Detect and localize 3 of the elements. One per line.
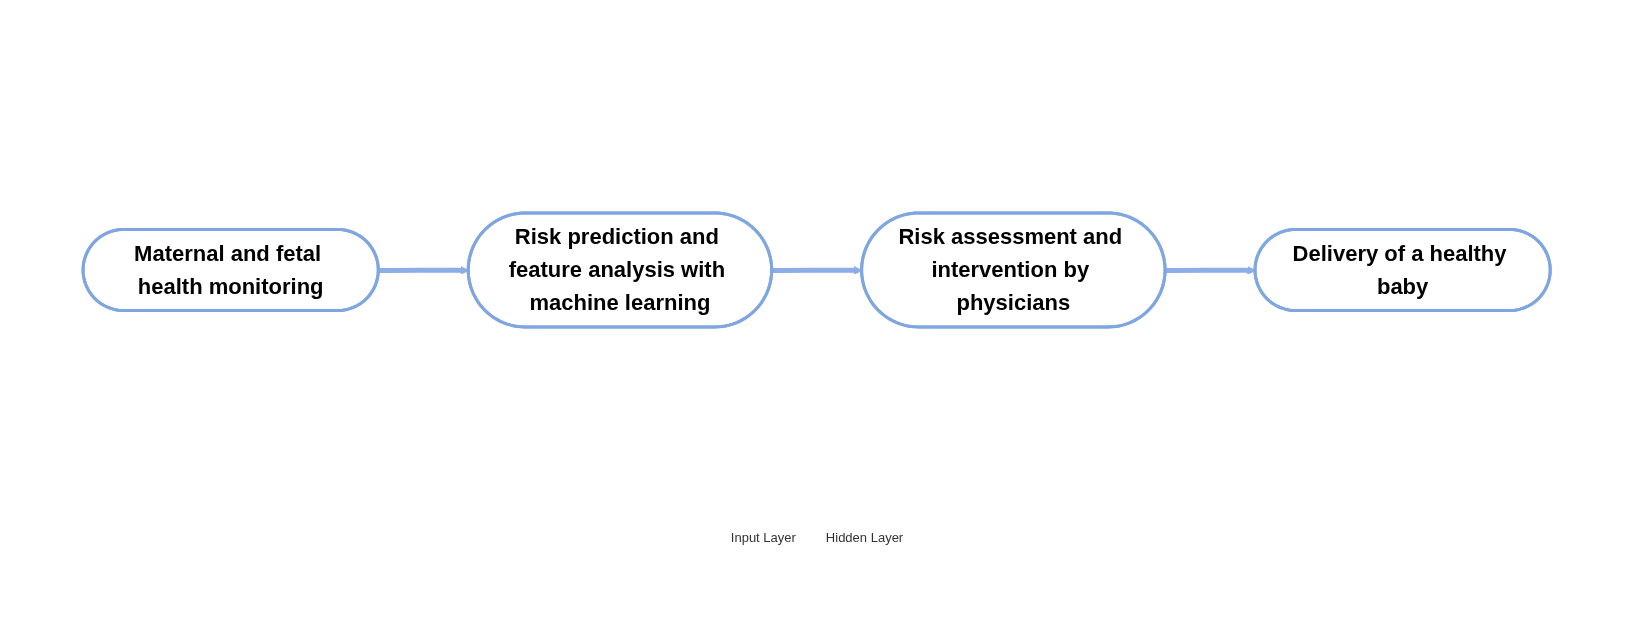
legend-text: Hidden Layer: [825, 530, 904, 545]
arrow: [772, 266, 863, 275]
legend-text: Input Layer: [730, 530, 796, 545]
